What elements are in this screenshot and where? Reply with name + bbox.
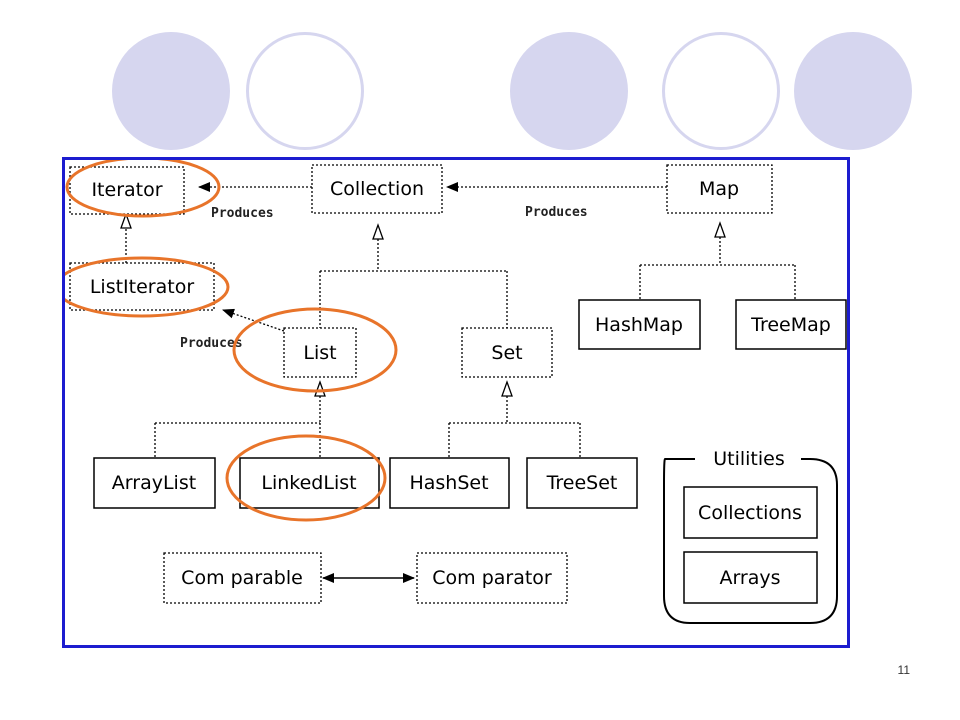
triangle-iterator [120,212,132,229]
node-set-box [461,327,553,378]
node-comparator-box [416,552,568,604]
decor-circle-3 [510,32,628,150]
node-hashset-box [389,457,510,509]
node-list: List [303,342,336,364]
highlight-iterator [65,160,221,218]
decor-circle-2 [246,32,364,150]
highlight-list [232,307,398,393]
edge-list-listiterator [222,308,285,332]
node-treemap-box [735,299,847,350]
node-arrays-box [683,551,818,604]
triangle-list [314,380,326,397]
node-arraylist: ArrayList [112,472,196,494]
decor-circle-5 [794,32,912,150]
decor-circle-1 [112,32,230,150]
node-listiterator: ListIterator [90,276,194,298]
node-collections-box [683,486,818,539]
node-collections: Collections [698,502,802,524]
node-hashmap-box [578,299,701,350]
node-treeset: TreeSet [546,472,618,494]
triangle-collection [372,223,384,240]
node-comparable: Com parable [181,567,303,589]
node-map: Map [699,178,739,200]
utilities-label: Utilities [713,448,785,470]
triangle-map [714,221,726,238]
produces-label-map: Produces [525,205,588,220]
utilities-group-border [663,458,838,624]
node-treeset-box [526,457,638,509]
node-iterator: Iterator [91,179,162,201]
node-listiterator-box [69,262,215,311]
node-list-box [283,327,357,378]
node-hashmap: HashMap [595,314,683,336]
slide-number: 11 [897,663,910,677]
diagram-canvas: Iterator Collection Map ListIterator Has… [65,160,847,624]
produces-label-collection: Produces [211,206,274,221]
node-arraylist-box [93,457,216,509]
node-set: Set [491,342,522,364]
node-comparable-box [163,552,322,604]
node-treemap: TreeMap [750,314,831,336]
node-comparator: Com parator [432,567,552,589]
node-linkedlist-box [239,457,380,509]
collections-diagram: Iterator Collection Map ListIterator Has… [62,157,850,648]
node-linkedlist: LinkedList [261,472,356,494]
node-arrays: Arrays [719,567,780,589]
node-hashset: HashSet [409,472,488,494]
node-collection: Collection [330,178,424,200]
highlight-linkedlist [225,434,387,522]
inheritance-arrows [120,212,726,397]
connector-lines [125,182,796,458]
decor-circle-4 [662,32,780,150]
node-map-box [666,164,773,214]
node-collection-box [311,164,443,214]
highlight-listiterator [65,256,230,318]
produces-label-list: Produces [180,336,243,351]
triangle-set [501,380,513,397]
